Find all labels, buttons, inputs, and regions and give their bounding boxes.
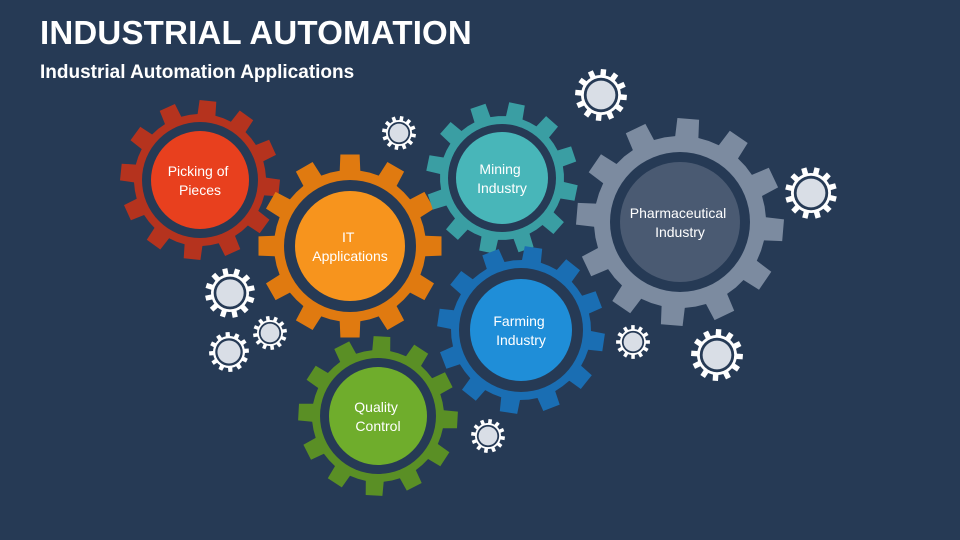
gear-picking-of-pieces-label-line-2: Pieces (179, 182, 221, 198)
small-gear-center (702, 340, 732, 370)
gear-mining-industry: Mining Industry (426, 102, 578, 254)
small-gear-center (260, 323, 280, 343)
slide-subtitle: Industrial Automation Applications (40, 62, 355, 83)
gear-picking-of-pieces-label: Picking of Pieces (168, 163, 233, 198)
small-gear-icon (575, 69, 627, 121)
gear-pharmaceutical-industry-label-line-1: Pharmaceutical (630, 205, 727, 221)
small-gear-icon (691, 329, 743, 381)
small-gear-icon (785, 167, 837, 219)
gear-farming-industry-center (470, 279, 572, 381)
gear-quality-control-label-line-2: Control (355, 418, 400, 434)
small-gear-center (586, 80, 616, 110)
gear-quality-control: Quality Control (298, 336, 458, 496)
gear-it-applications-label-line-2: Applications (312, 248, 388, 264)
small-gear-center (623, 332, 643, 352)
small-gear-center (478, 426, 498, 446)
gear-mining-industry-label-line-1: Mining (479, 161, 520, 177)
small-gear-icon (209, 332, 249, 372)
slide-title: INDUSTRIAL AUTOMATION (40, 14, 472, 51)
gear-it-applications-label-line-1: IT (342, 229, 355, 245)
gear-pharmaceutical-industry-center (620, 162, 740, 282)
small-gears-group (205, 69, 837, 453)
gear-farming-industry: Farming Industry (437, 246, 605, 414)
gear-quality-control-center (329, 367, 427, 465)
small-gear-icon (471, 419, 505, 453)
small-gear-icon (382, 116, 416, 150)
small-gear-icon (205, 268, 255, 318)
gear-farming-industry-label-line-1: Farming (493, 313, 544, 329)
gear-farming-industry-label: Farming Industry (493, 313, 548, 348)
gear-farming-industry-label-line-2: Industry (496, 332, 546, 348)
small-gear-icon (616, 325, 650, 359)
gear-pharmaceutical-industry: Pharmaceutical Industry (576, 118, 784, 326)
gear-picking-of-pieces-center (151, 131, 249, 229)
gear-it-applications-center (295, 191, 405, 301)
small-gear-icon (253, 316, 287, 350)
small-gear-center (389, 123, 409, 143)
gear-quality-control-label-line-1: Quality (354, 399, 398, 415)
gear-picking-of-pieces-label-line-1: Picking of (168, 163, 229, 179)
small-gear-center (216, 279, 244, 307)
gear-picking-of-pieces: Picking of Pieces (120, 100, 280, 260)
gear-pharmaceutical-industry-label: Pharmaceutical Industry (630, 205, 730, 240)
gear-it-applications: IT Applications (258, 154, 442, 338)
gear-mining-industry-label: Mining Industry (477, 161, 527, 196)
gear-mining-industry-center (456, 132, 548, 224)
gear-pharmaceutical-industry-label-line-2: Industry (655, 224, 705, 240)
gear-quality-control-label: Quality Control (354, 399, 401, 434)
gear-it-applications-label: IT Applications (312, 229, 388, 264)
gear-mining-industry-label-line-2: Industry (477, 180, 527, 196)
small-gear-center (217, 340, 241, 364)
small-gear-center (796, 178, 826, 208)
